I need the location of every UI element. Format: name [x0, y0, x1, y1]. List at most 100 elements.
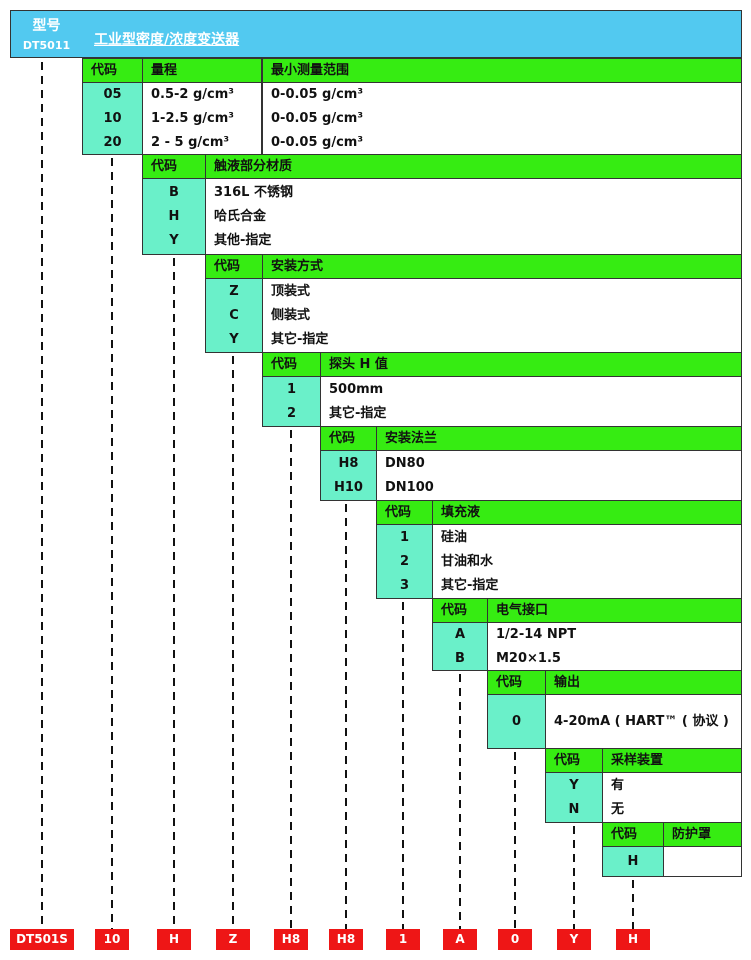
option-description: 其它-指定	[441, 577, 499, 593]
code-header-label: 代码	[329, 430, 356, 446]
product-title-cell: 工业型密度/浓度变送器	[82, 10, 742, 58]
column-header: 防护罩	[663, 822, 742, 847]
description-column: 顶装式侧装式其它-指定	[262, 278, 742, 353]
option-description: 4-20mA ( HART™ ( 协议 )	[554, 713, 729, 729]
option-code: 10	[103, 110, 122, 126]
model-code: DT5011	[22, 39, 71, 52]
column-header-label: 防护罩	[672, 826, 712, 842]
code-header: 代码	[602, 822, 664, 847]
code-header-label: 代码	[441, 602, 468, 618]
result-code-box: H8	[274, 929, 308, 950]
column-header-label: 探头 H 值	[329, 356, 388, 372]
option-description: DN80	[385, 455, 425, 471]
code-header-label: 代码	[385, 504, 412, 520]
option-description: 有	[611, 777, 625, 793]
result-code-box: H8	[329, 929, 363, 950]
column-header-label: 量程	[151, 62, 178, 78]
option-description: 侧装式	[271, 307, 311, 323]
code-header-label: 代码	[554, 752, 581, 768]
code-header: 代码	[205, 254, 263, 279]
code-header: 代码	[262, 352, 321, 377]
column-header: 电气接口	[487, 598, 742, 623]
column-header-label: 安装法兰	[385, 430, 438, 446]
option-code: H	[168, 208, 180, 224]
result-code-box: 1	[386, 929, 420, 950]
column-header: 输出	[545, 670, 742, 695]
option-description: M20×1.5	[496, 650, 561, 666]
option-description: 哈氏合金	[214, 208, 267, 224]
column-header-label: 输出	[554, 674, 581, 690]
column-header-label: 安装方式	[271, 258, 324, 274]
result-code-box: Z	[216, 929, 250, 950]
code-header-label: 代码	[91, 62, 118, 78]
option-description: 0-0.05 g/cm³	[271, 110, 364, 126]
option-description: 硅油	[441, 529, 468, 545]
column-header-label: 填充液	[441, 504, 481, 520]
option-code: C	[229, 307, 239, 323]
option-code: 05	[103, 86, 122, 102]
result-code-box: 10	[95, 929, 129, 950]
column-header-label: 采样装置	[611, 752, 664, 768]
code-header: 代码	[545, 748, 603, 773]
result-code-box: H	[157, 929, 191, 950]
option-description: 1/2-14 NPT	[496, 626, 577, 642]
result-code-box: Y	[557, 929, 591, 950]
column-header: 触液部分材质	[205, 154, 742, 179]
option-code: 2	[399, 553, 410, 569]
option-description: 其他-指定	[214, 232, 272, 248]
model-label: 型号	[32, 18, 61, 34]
option-description	[664, 850, 741, 874]
column-header-label: 触液部分材质	[214, 158, 293, 174]
option-code: 1	[286, 381, 297, 397]
option-description: 500mm	[329, 381, 384, 397]
column-header: 最小测量范围	[262, 58, 742, 83]
option-description: 无	[611, 801, 625, 817]
model-header-cell: 型号 DT5011	[10, 10, 83, 58]
description-column: 316L 不锈钢哈氏合金其他-指定	[205, 178, 742, 255]
column-header: 采样装置	[602, 748, 742, 773]
code-header: 代码	[376, 500, 433, 525]
column-header: 探头 H 值	[320, 352, 742, 377]
column-header: 安装方式	[262, 254, 742, 279]
description-column	[663, 846, 742, 877]
option-description: 0-0.05 g/cm³	[271, 134, 364, 150]
option-code: H8	[338, 455, 359, 471]
option-description: 2 - 5 g/cm³	[151, 134, 230, 150]
option-code: 2	[286, 405, 297, 421]
description-column: 有无	[602, 772, 742, 823]
code-header-label: 代码	[496, 674, 523, 690]
column-header: 量程	[142, 58, 262, 83]
code-header-label: 代码	[271, 356, 298, 372]
code-header: 代码	[432, 598, 488, 623]
code-column: H	[602, 846, 664, 877]
result-code-box: A	[443, 929, 477, 950]
code-header: 代码	[487, 670, 546, 695]
option-code: H10	[334, 479, 363, 495]
option-description: 0.5-2 g/cm³	[151, 86, 234, 102]
description-column: 4-20mA ( HART™ ( 协议 )	[545, 694, 742, 749]
option-code: B	[455, 650, 465, 666]
description-column: 硅油甘油和水其它-指定	[432, 524, 742, 599]
code-header: 代码	[142, 154, 206, 179]
option-code: H	[627, 853, 639, 869]
column-header: 安装法兰	[376, 426, 742, 451]
option-description: 其它-指定	[329, 405, 387, 421]
option-code: Z	[229, 283, 239, 299]
option-code: 1	[399, 529, 410, 545]
result-code-box: DT501S	[10, 929, 74, 950]
column-header-label: 最小测量范围	[271, 62, 350, 78]
option-description: 顶装式	[271, 283, 311, 299]
option-description: DN100	[385, 479, 434, 495]
code-header: 代码	[82, 58, 143, 83]
